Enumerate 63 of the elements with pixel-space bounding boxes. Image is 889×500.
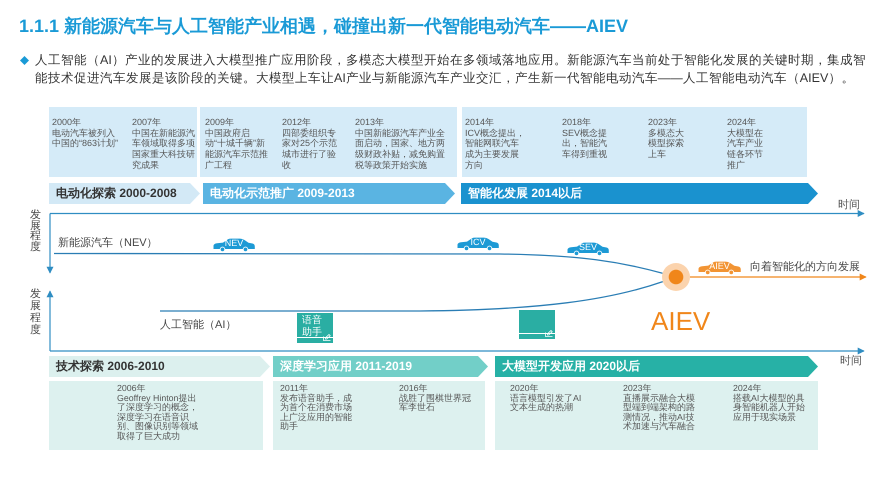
year-label: 2018年: [562, 117, 592, 128]
event-text: 四部委组织专家对25个示范城市进行了验收: [282, 128, 338, 171]
edge-label: 向着智能化的方向发展: [750, 261, 860, 274]
phase-band: 电动化示范推广 2009-2013: [203, 183, 455, 204]
year-label: 2007年: [132, 117, 162, 128]
screen-label: 语音助手: [302, 315, 323, 339]
event-text: Geoffrey Hinton提出了深度学习的概念，深度学习在语音识别、图像识别等领域取得了巨大成功: [117, 394, 199, 442]
year-label: 2023年: [623, 384, 652, 394]
year-label: 2013年: [355, 117, 384, 128]
event-text: SEV概念提出，智能汽车得到重视: [562, 128, 608, 160]
car-shape: AIEV: [697, 261, 742, 275]
screen-panel: [519, 310, 555, 339]
node-caption: AIEV: [651, 306, 710, 336]
circle-marker: [662, 263, 690, 291]
event-panel: [200, 107, 457, 177]
event-text: 搭载AI大模型的具身智能机器人开始应用于现实场景: [733, 394, 806, 422]
phase-band: 大模型开发应用 2020以后: [495, 356, 818, 377]
axis-label: 发展程度: [30, 210, 42, 252]
event-panel: [273, 381, 485, 450]
phase-band: 电动化探索 2000-2008: [49, 183, 200, 204]
year-label: 2020年: [510, 384, 539, 394]
year-label: 2024年: [733, 384, 762, 394]
edge-label: 人工智能（AI）: [160, 319, 236, 332]
phase-band: 智能化发展 2014以后: [461, 183, 818, 204]
car-shape: NEV: [212, 238, 256, 252]
event-text: 大模型在汽车产业链各环节推广: [727, 128, 764, 171]
event-text: 发布语音助手，成为首个在消费市场上广泛应用的智能助手: [280, 394, 353, 432]
car-shape: SEV: [566, 242, 610, 256]
event-panel: [49, 107, 197, 177]
event-panel: [495, 381, 818, 450]
year-label: 2009年: [205, 117, 234, 128]
year-label: 2000年: [52, 117, 82, 128]
axis-label: 时间: [840, 355, 862, 368]
event-panel: [462, 107, 807, 177]
event-text: 多模态大模型探索上车: [648, 128, 685, 160]
arrow: [690, 274, 867, 280]
phase-band: 技术探索 2006-2010: [49, 356, 270, 377]
title: 1.1.1 新能源汽车与人工智能产业相遇，碰撞出新一代智能电动汽车——AIEV: [19, 15, 628, 38]
axis-label: 时间: [838, 199, 860, 212]
year-label: 2012年: [282, 117, 312, 128]
car-shape: ICV: [456, 237, 500, 251]
year-label: 2014年: [465, 117, 494, 128]
event-text: 语言模型引发了AI文本生成的热潮: [510, 394, 582, 413]
event-text: 中国在新能源汽车领域取得多项国家重大科技研究成果: [132, 128, 195, 171]
year-label: 2011年: [280, 384, 308, 394]
edge-label: 新能源汽车（NEV）: [58, 237, 158, 250]
screen-panel: [297, 313, 333, 343]
intro-text: 人工智能（AI）产业的发展进入大模型推广应用阶段，多模态大模型开始在多领域落地应用。新能源汽车当前处于智能化发展的关键时期，集成智能技术促进汽车发展是该阶段的关键。大模型上车让AI产业与新能源汽车产业交汇，产生新一代智能电动汽车——人工智能电动汽车（AIEV）。: [35, 52, 867, 87]
curve-line: [160, 280, 663, 312]
event-panel: [49, 381, 263, 450]
year-label: 2023年: [648, 117, 678, 128]
phase-band: 深度学习应用 2011-2019: [273, 356, 488, 377]
event-text: 电动汽车被列入中国的“863计划”: [52, 128, 120, 150]
event-text: 中国新能源汽车产业全面启动，国家、地方两级财政补贴，减免购置税等政策开始实施: [355, 128, 446, 171]
year-label: 2024年: [727, 117, 756, 128]
year-label: 2016年: [399, 384, 428, 394]
axis-label: 发展程度: [30, 288, 42, 336]
event-text: ICV概念提出，智能网联汽车成为主要发展方向: [465, 128, 525, 171]
event-text: 战胜了围棋世界冠军李世石: [399, 394, 472, 413]
year-label: 2006年: [117, 384, 146, 394]
event-text: 中国政府启动“十城千辆”新能源汽车示范推广工程: [205, 128, 269, 171]
event-text: 直播展示融合大模型端到端架构的路测情况，推动AI技术加速与汽车融合: [623, 394, 696, 432]
curve-line: [54, 252, 663, 274]
